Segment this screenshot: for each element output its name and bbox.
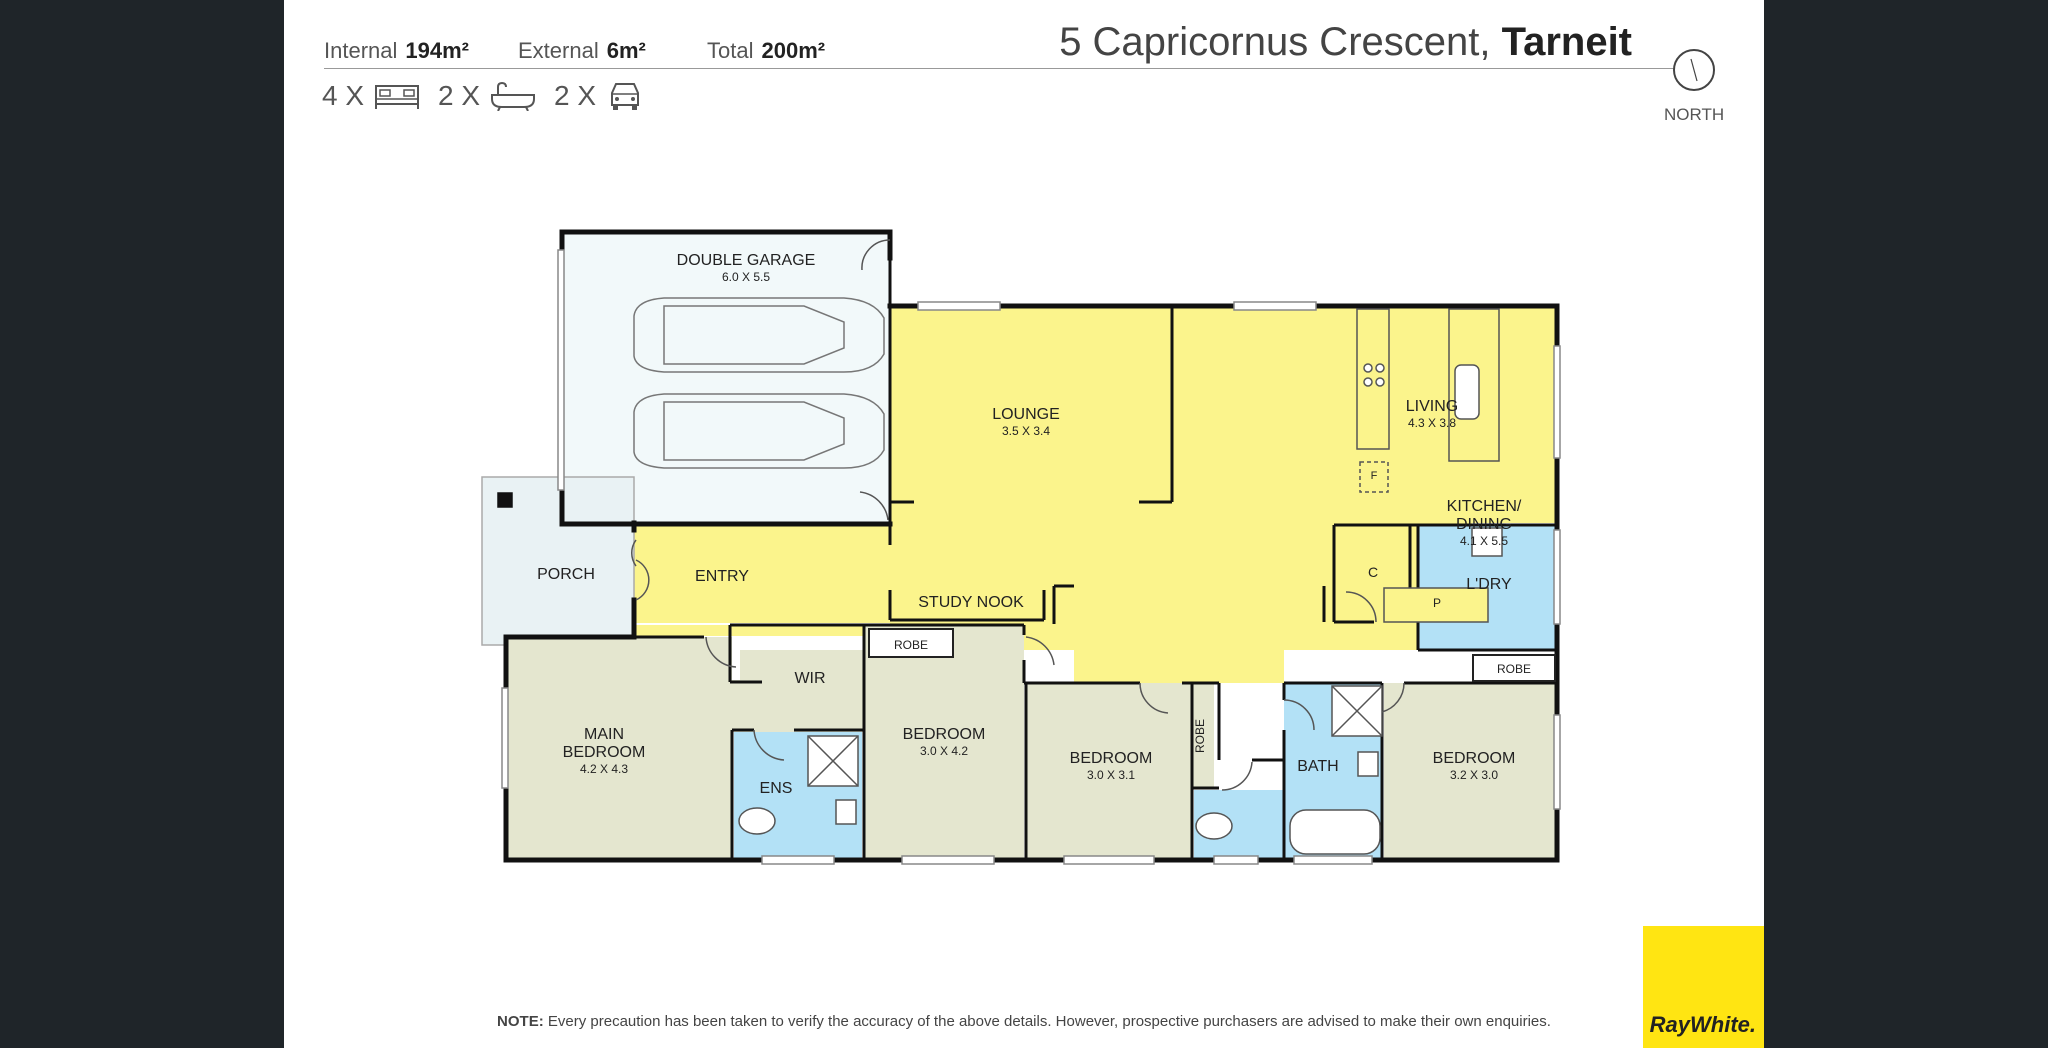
room-porch: PORCH [537,566,595,583]
room-bedroom-2: BEDROOM 3.0 X 4.2 [902,726,986,758]
room-pantry: P [1432,596,1441,610]
bathtub [1289,809,1381,855]
room-wir: WIR [794,670,826,687]
laundry-tub [1471,527,1503,557]
fridge-space [1359,461,1389,493]
room-kitchen: KITCHEN/ DINING 4.1 X 5.5 [1446,498,1522,548]
hall-toilet [1195,812,1233,840]
garage-count: 2 X [554,80,644,112]
car-icon [611,83,640,110]
room-entry: ENTRY [695,568,749,585]
brand-logo: RayWhite. [1643,926,1764,1048]
room-robe-2: ROBE [1472,654,1556,682]
bedroom-2-area [864,625,1024,860]
entry-hall-area [634,523,890,623]
compass-icon [1673,49,1715,91]
wir-area [740,650,864,730]
bedroom-count: 4 X [322,80,420,112]
ensuite-toilet [738,807,776,835]
floor-plan [481,229,1561,865]
bathroom-count: 2 X [438,80,536,112]
room-cupboard: C [1367,564,1379,580]
north-indicator: NORTH [1664,48,1724,125]
room-main-bedroom: MAIN BEDROOM 4.2 X 4.3 [562,726,646,776]
hall-wc-area [1194,790,1284,860]
room-laundry: L'DRY [1466,576,1512,593]
room-living: LIVING 4.3 X 3.8 [1405,398,1459,430]
room-lounge: LOUNGE 3.5 X 3.4 [992,406,1060,438]
bedroom-4-area [1384,683,1556,860]
room-bedroom-3: BEDROOM 3.0 X 3.1 [1069,750,1153,782]
porch-post [497,492,513,508]
bathtub-icon [491,81,536,111]
room-ensuite: ENS [759,780,793,797]
pantry-unit [1383,587,1489,623]
room-bedroom-4: BEDROOM 3.2 X 3.0 [1432,750,1516,782]
room-robe-3: ROBE [1193,719,1207,754]
property-address: 5 Capricornus Crescent, Tarneit [1059,20,1632,64]
room-bath: BATH [1297,758,1339,775]
disclaimer-note: NOTE: Every precaution has been taken to… [497,1013,1551,1030]
room-garage: DOUBLE GARAGE 6.0 X 5.5 [676,252,816,284]
room-fridge: F [1370,470,1378,482]
room-study-nook: STUDY NOOK [918,594,1024,611]
garage-area [562,232,890,524]
header-divider [324,68,1674,69]
garage-cars [633,297,885,469]
bed-icon [375,85,420,109]
robe-3-area [1192,683,1214,788]
room-robe-1: ROBE [868,628,954,658]
